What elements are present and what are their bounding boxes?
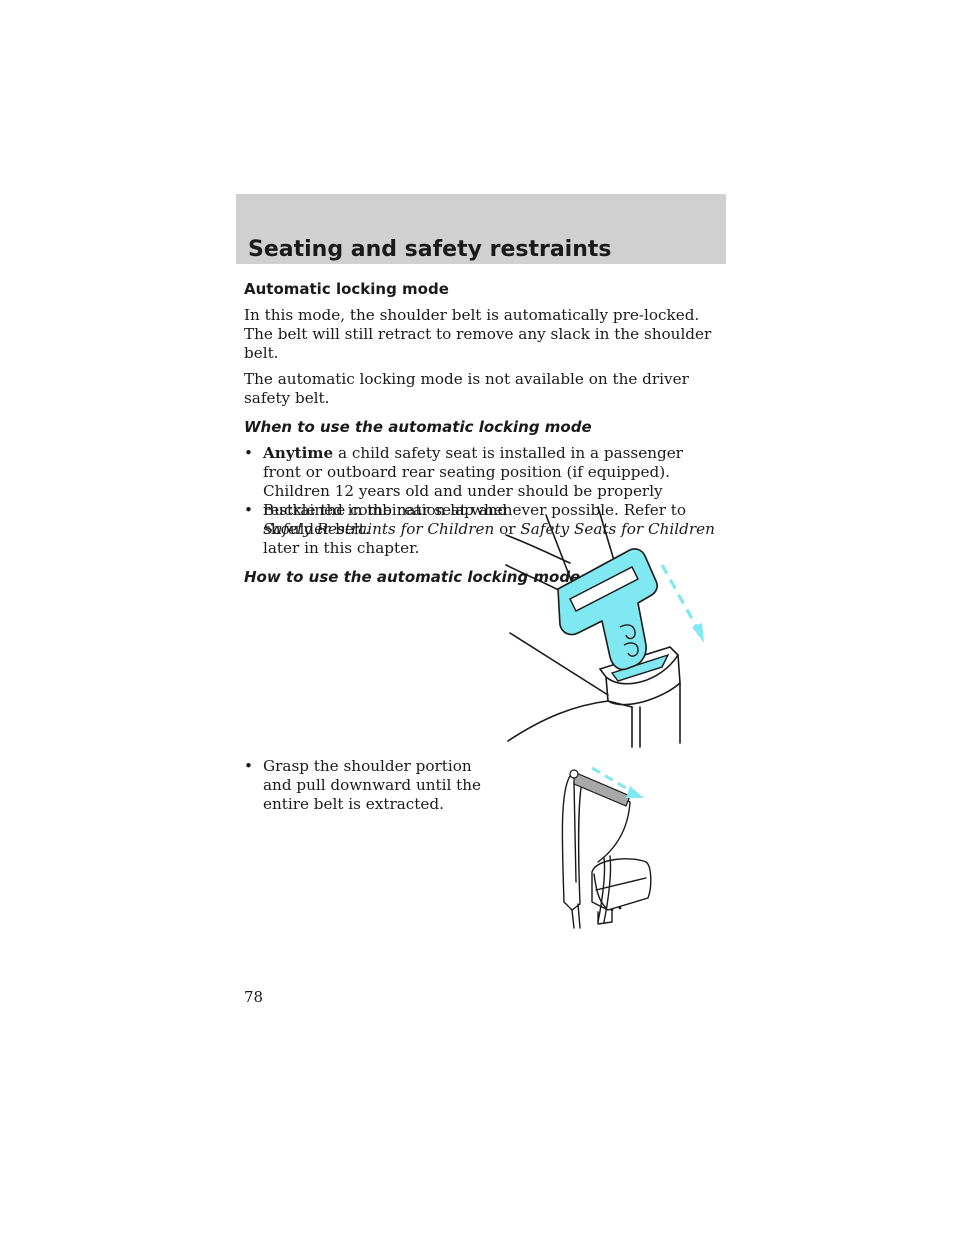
bullet-dot: •: [244, 444, 253, 462]
bullet-anytime-bold: Anytime: [263, 444, 334, 462]
main-content: Automatic locking mode In this mode, the…: [244, 279, 724, 587]
step-buckle-belt-text: Buckle the combination lap and shoulder …: [263, 501, 508, 538]
bullet-dot: •: [244, 757, 253, 775]
bullet-anytime-text3: later in this chapter.: [263, 539, 420, 557]
bullet-anytime-text2: or: [494, 520, 521, 538]
paragraph-pre-locked: In this mode, the shoulder belt is autom…: [244, 306, 712, 362]
step-buckle-belt: • Buckle the combination lap and shoulder…: [244, 501, 513, 539]
bullet-anytime-text1: a child safety seat is installed in a pa…: [263, 444, 687, 519]
bullet-anytime: • Anytime a child safety seat is installe…: [244, 444, 724, 558]
step-pull-shoulder-belt: • Grasp the shoulder portion and pull dow…: [244, 757, 503, 814]
ref-safety-restraints-for-children: Safety Restraints for Children: [263, 520, 495, 538]
page-header-band: Seating and safety restraints: [236, 194, 726, 264]
heading-how-to-use: How to use the automatic locking mode: [244, 568, 581, 586]
heading-automatic-locking-mode: Automatic locking mode: [244, 280, 449, 298]
paragraph-driver-not-available: The automatic locking mode is not availa…: [244, 370, 689, 407]
page-header-title: Seating and safety restraints: [248, 237, 612, 262]
seat-belt-icon: [561, 766, 652, 929]
bullet-dot: •: [244, 501, 253, 519]
heading-when-to-use: When to use the automatic locking mode: [244, 418, 592, 436]
buckle-icon: [505, 506, 704, 748]
seatbelt-buckle-illustration: [504, 505, 724, 750]
seat-shoulder-belt-illustration: [552, 762, 658, 932]
page-number: 78: [244, 988, 264, 1006]
ref-safety-seats-for-children: Safety Seats for Children: [520, 520, 715, 538]
step-pull-shoulder-belt-text: Grasp the shoulder portion and pull down…: [263, 757, 482, 813]
